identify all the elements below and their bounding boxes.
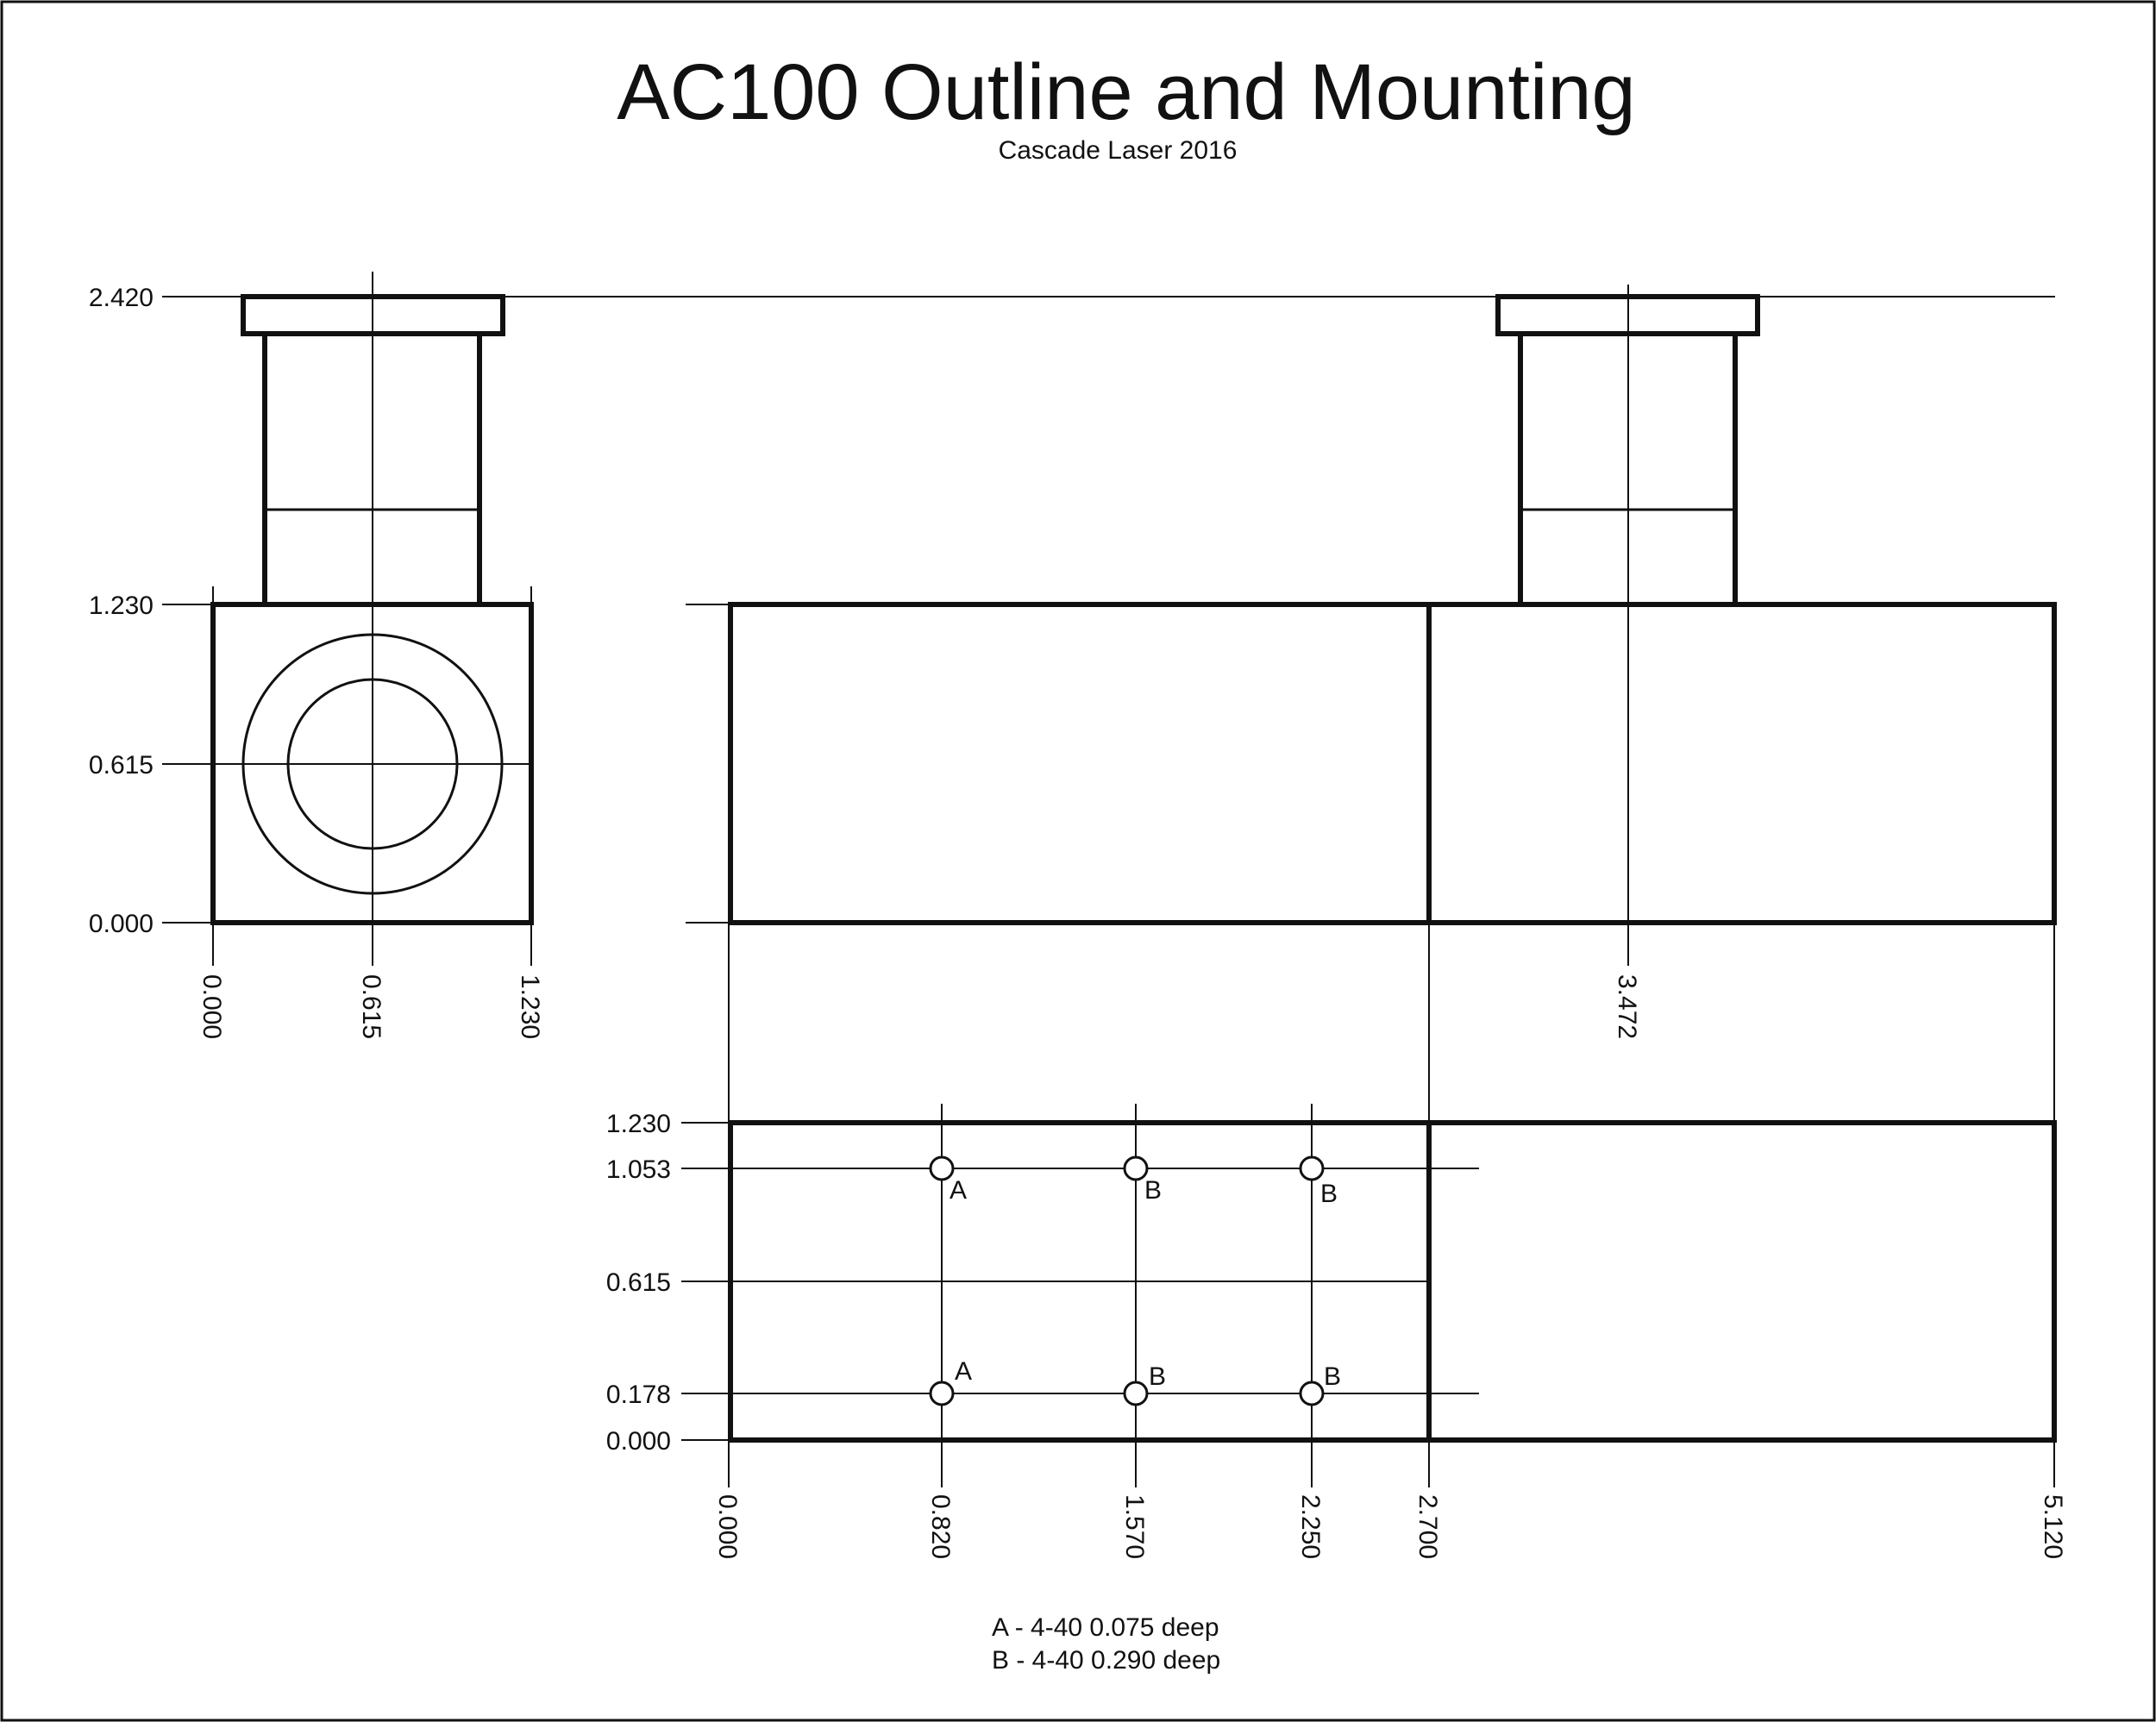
mounting-hole bbox=[929, 1381, 955, 1406]
hole-note: B - 4-40 0.290 deep bbox=[992, 1646, 1220, 1675]
mounting-hole bbox=[1123, 1381, 1149, 1406]
bottom-ydim-label: 0.178 bbox=[606, 1381, 671, 1409]
mounting-hole bbox=[1299, 1155, 1325, 1181]
hole-note: A - 4-40 0.075 deep bbox=[992, 1613, 1219, 1642]
mounting-hole bbox=[1299, 1381, 1325, 1406]
front-view: 2.420 1.230 0.615 0.000 0.000 0.615 1.23… bbox=[89, 272, 2055, 1039]
front-xdim-label: 1.230 bbox=[516, 974, 544, 1039]
bottom-ydim-label: 1.230 bbox=[606, 1110, 671, 1138]
hole-label: B bbox=[1320, 1180, 1338, 1208]
hole-label: A bbox=[955, 1357, 972, 1386]
bottom-view: A B B A B B 1.230 1.053 0.615 0.178 0.00… bbox=[606, 1104, 2067, 1559]
bottom-xdim-label: 5.120 bbox=[2039, 1494, 2067, 1559]
bottom-xdim-label: 0.820 bbox=[926, 1494, 955, 1559]
side-xdim-label: 3.472 bbox=[1613, 974, 1641, 1039]
bottom-ydim-label: 0.615 bbox=[606, 1268, 671, 1297]
front-ydim-label: 2.420 bbox=[89, 284, 154, 312]
front-ydim-label: 1.230 bbox=[89, 592, 154, 620]
hole-label: B bbox=[1144, 1176, 1162, 1205]
bottom-xdim-label: 2.250 bbox=[1296, 1494, 1325, 1559]
bottom-body bbox=[728, 1120, 2057, 1443]
front-ydim-label: 0.615 bbox=[89, 751, 154, 780]
side-body bbox=[728, 602, 2057, 925]
bottom-ydim-label: 0.000 bbox=[606, 1427, 671, 1456]
bottom-xdim-label: 1.570 bbox=[1120, 1494, 1149, 1559]
hole-label: B bbox=[1149, 1362, 1166, 1391]
bottom-xdim-label: 2.700 bbox=[1413, 1494, 1442, 1559]
drawing-subtitle: Cascade Laser 2016 bbox=[999, 136, 1238, 165]
mounting-hole bbox=[1123, 1155, 1149, 1181]
front-xdim-label: 0.000 bbox=[197, 974, 226, 1039]
hole-label: B bbox=[1324, 1362, 1341, 1391]
mounting-hole bbox=[929, 1155, 955, 1181]
front-ydim-label: 0.000 bbox=[89, 910, 154, 938]
side-view: 3.472 bbox=[728, 285, 2057, 1121]
front-xdim-label: 0.615 bbox=[357, 974, 385, 1039]
bottom-xdim-label: 0.000 bbox=[713, 1494, 742, 1559]
drawing-title: AC100 Outline and Mounting bbox=[617, 48, 1635, 136]
hole-label: A bbox=[950, 1176, 967, 1205]
bottom-ydim-label: 1.053 bbox=[606, 1155, 671, 1184]
